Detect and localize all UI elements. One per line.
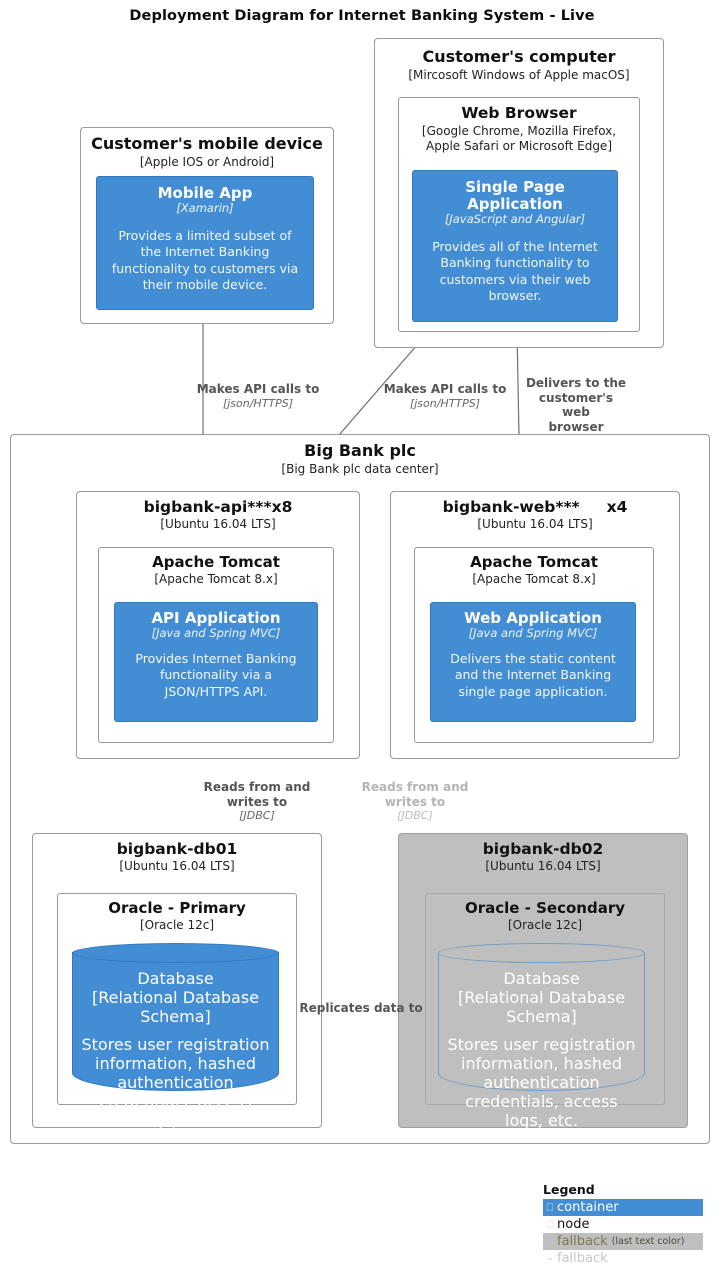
api-application-technology: [Java and Spring MVC] (151, 625, 281, 640)
web-application-technology: [Java and Spring MVC] (468, 625, 598, 640)
node-tomcat-api-tech: [Apache Tomcat 8.x] (154, 571, 278, 586)
api-application-title: API Application (151, 609, 281, 627)
edge-label-mobile-to-api-tech: [json/HTTPS] (222, 396, 294, 410)
node-db01-tech: [Ubuntu 16.04 LTS] (119, 859, 235, 874)
node-bigbank-web-tech: [Ubuntu 16.04 LTS] (477, 517, 593, 532)
edge-label-api-to-db01-line2: writes to (226, 794, 288, 809)
node-customers-computer-title: Customer's computer (422, 47, 616, 66)
database-primary-top (72, 943, 279, 963)
node-web-browser-title: Web Browser (461, 104, 577, 122)
api-application-description: Provides Internet Banking functionality … (135, 650, 297, 699)
node-db02-title: bigbank-db02 (482, 840, 604, 858)
edge-label-replication-text: Replicates data to (299, 1001, 423, 1015)
node-db02-tech: [Ubuntu 16.04 LTS] (485, 859, 601, 874)
edge-label-web-to-browser-line3: browser (548, 419, 604, 434)
legend-dash-icon: – (547, 1252, 553, 1265)
database-primary-body (72, 952, 279, 1091)
spa-technology: [JavaScript and Angular] (444, 211, 586, 226)
edge-label-api-to-db01: Reads from and writes to [JDBC] (192, 780, 322, 823)
legend-row-container: ⎕ container (543, 1199, 703, 1216)
database-primary-technology: [Relational Database Schema] (91, 988, 260, 1026)
node-oracle-secondary[interactable]: Oracle - Secondary [Oracle 12c] (425, 893, 665, 1105)
database-secondary-text: Database [Relational Database Schema] St… (438, 969, 645, 1130)
mobile-app-technology: [Xamarin] (176, 200, 234, 215)
container-mobile-app[interactable]: Mobile App [Xamarin] Provides a limited … (96, 176, 314, 310)
legend-row-fallback-line: – fallback (543, 1250, 703, 1267)
edge-label-spa-to-api-tech: [json/HTTPS] (409, 396, 481, 410)
node-tomcat-web-tech: [Apache Tomcat 8.x] (472, 571, 596, 586)
mobile-app-title: Mobile App (157, 184, 253, 202)
edge-label-web-to-browser-line2: customer's web (538, 390, 614, 420)
legend-note-last-text-color: (last text color) (611, 1236, 685, 1247)
edge-label-replication: Replicates data to (294, 1001, 428, 1016)
database-secondary-body (438, 952, 645, 1091)
node-big-bank-title: Big Bank plc (304, 441, 416, 460)
node-tomcat-web-title: Apache Tomcat (470, 553, 598, 571)
legend-label-container: container (557, 1200, 619, 1215)
container-database-primary[interactable]: Database [Relational Database Schema] St… (72, 943, 279, 1130)
node-big-bank-tech: [Big Bank plc data center] (281, 461, 439, 476)
legend-row-fallback-fill: fallback (last text color) (543, 1233, 703, 1250)
edge-label-spa-to-api: Makes API calls to [json/HTTPS] (377, 382, 513, 410)
legend-swatch-container (543, 1199, 703, 1216)
database-primary-description: Stores user registration information, ha… (81, 1035, 270, 1130)
container-api-application[interactable]: API Application [Java and Spring MVC] Pr… (114, 602, 318, 722)
spa-title-line1: Single Page (465, 178, 565, 196)
edge-label-mobile-to-api: Makes API calls to [json/HTTPS] (190, 382, 326, 410)
node-mobile-device-title: Customer's mobile device (91, 134, 323, 153)
legend-label-fallback-line: fallback (557, 1251, 608, 1266)
edge-label-api-to-db01-line1: Reads from and (203, 780, 311, 794)
container-web-application[interactable]: Web Application [Java and Spring MVC] De… (430, 602, 636, 722)
node-mobile-device-tech: [Apple IOS or Android] (139, 154, 275, 169)
legend-label-fallback-fill: fallback (557, 1234, 608, 1249)
node-bigbank-api-title: bigbank-api***x8 (143, 498, 293, 516)
edge-label-mobile-to-api-text: Makes API calls to (196, 382, 320, 396)
page-title: Deployment Diagram for Internet Banking … (129, 8, 595, 24)
legend-container-glyph-icon: ⎕ (546, 1200, 554, 1214)
edge-label-web-to-browser-line1: Delivers to the (525, 376, 627, 390)
database-primary-title: Database (137, 969, 214, 988)
node-bigbank-api-tech: [Ubuntu 16.04 LTS] (160, 517, 276, 532)
database-primary-text: Database [Relational Database Schema] St… (72, 969, 279, 1130)
container-single-page-application[interactable]: Single Page Application [JavaScript and … (412, 170, 618, 322)
node-bigbank-web-title: bigbank-web*** x4 (442, 498, 628, 516)
database-secondary-title: Database (503, 969, 580, 988)
database-secondary-description: Stores user registration information, ha… (447, 1035, 636, 1130)
spa-description: Provides all of the Internet Banking fun… (432, 238, 598, 304)
node-oracle-secondary-tech: [Oracle 12c] (507, 917, 583, 932)
spa-title-line2: Application (467, 194, 563, 213)
container-database-secondary[interactable]: Database [Relational Database Schema] St… (438, 943, 645, 1130)
node-oracle-secondary-title: Oracle - Secondary (464, 899, 626, 917)
mobile-app-description: Provides a limited subset of the Interne… (111, 227, 299, 293)
node-db01-title: bigbank-db01 (116, 840, 238, 858)
legend-node-glyph-icon: ⎕ (546, 1217, 554, 1231)
legend-title: Legend (543, 1182, 595, 1197)
edge-label-api-to-db02-line2: writes to (384, 794, 446, 809)
edge-label-api-to-db02-line1: Reads from and (361, 780, 469, 794)
legend: Legend ⎕ container ⎕ node fallback (last… (543, 1182, 703, 1267)
node-web-browser-tech-line2: Apple Safari or Microsoft Edge] (426, 138, 612, 153)
node-oracle-primary-title: Oracle - Primary (108, 899, 246, 917)
legend-row-node: ⎕ node (543, 1216, 703, 1233)
legend-label-node: node (557, 1217, 590, 1232)
database-secondary-technology: [Relational Database Schema] (457, 988, 626, 1026)
node-web-browser-tech-line1: [Google Chrome, Mozilla Firefox, (421, 124, 617, 139)
edge-label-api-to-db02-tech: [JDBC] (397, 809, 433, 823)
database-secondary-top (438, 943, 645, 963)
edge-label-web-to-browser: Delivers to the customer's web browser (524, 376, 628, 435)
edge-label-api-to-db01-tech: [JDBC] (239, 809, 275, 823)
edge-label-api-to-db02: Reads from and writes to [JDBC] (350, 780, 480, 823)
edge-label-spa-to-api-text: Makes API calls to (383, 382, 507, 396)
web-application-title: Web Application (464, 609, 602, 627)
node-customers-computer-tech: [Mircosoft Windows of Apple macOS] (408, 67, 630, 82)
legend-swatch-fallback (543, 1233, 703, 1250)
node-oracle-primary-tech: [Oracle 12c] (139, 917, 215, 932)
web-application-description: Delivers the static content and the Inte… (450, 650, 616, 699)
node-tomcat-api-title: Apache Tomcat (152, 553, 280, 571)
